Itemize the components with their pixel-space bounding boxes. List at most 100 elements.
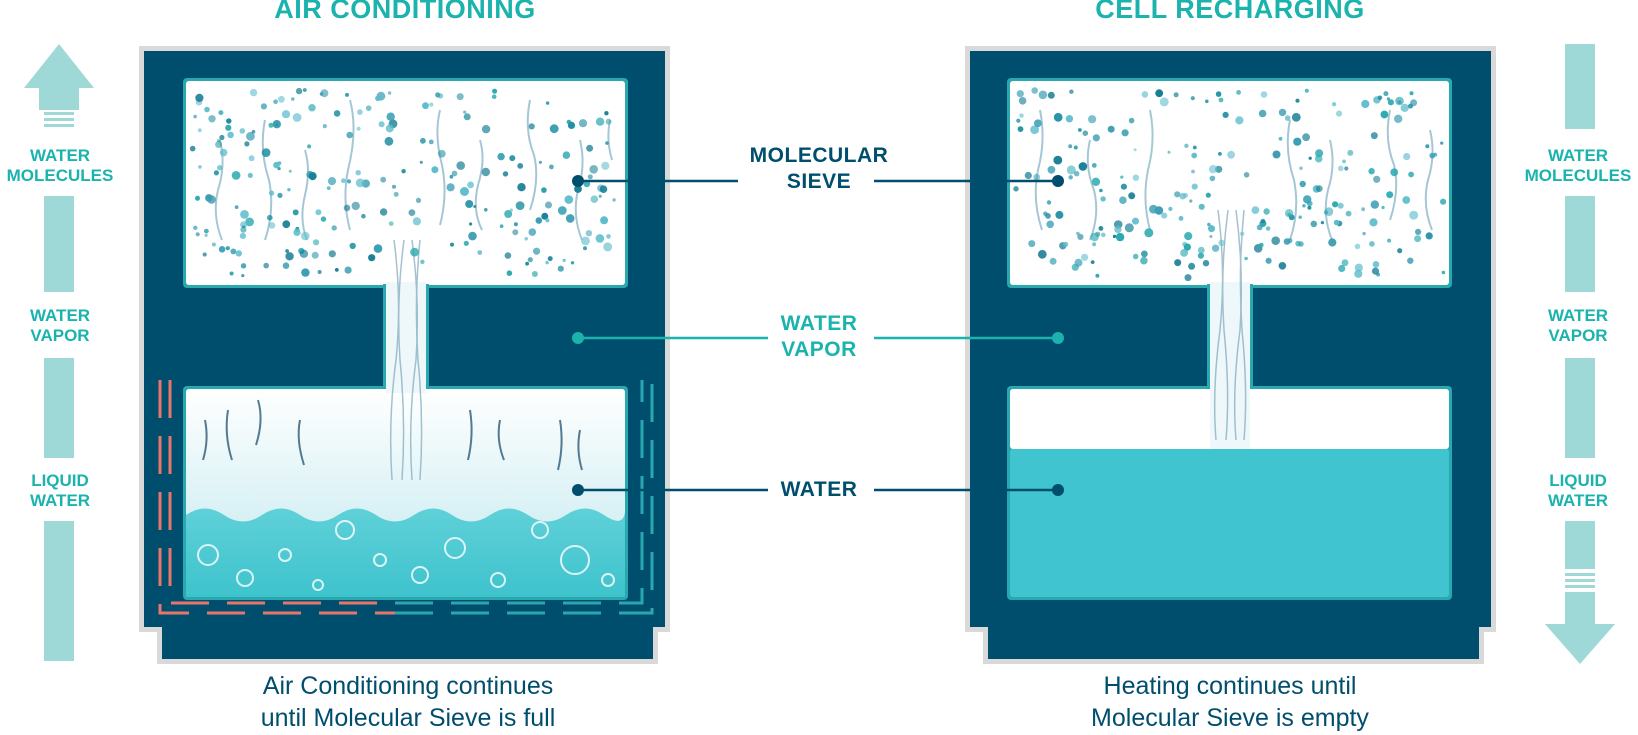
molecule-dot bbox=[226, 118, 232, 124]
left-vapor-line1: WATER bbox=[29, 306, 91, 325]
molecule-dot bbox=[1091, 163, 1097, 168]
molecule-dot bbox=[219, 148, 228, 157]
molecule-dot bbox=[218, 110, 224, 116]
molecule-dot bbox=[317, 269, 322, 275]
molecule-dot bbox=[189, 145, 196, 152]
molecule-dot bbox=[589, 165, 598, 174]
sieve-line2: SIEVE bbox=[786, 170, 852, 193]
right-liquid-line2: WATER bbox=[1547, 491, 1609, 510]
molecule-dot bbox=[1218, 97, 1224, 103]
molecule-dot bbox=[431, 166, 439, 174]
molecule-dot bbox=[281, 110, 291, 119]
molecule-dot bbox=[1202, 260, 1210, 267]
molecule-dot bbox=[379, 208, 388, 216]
sieve-line1: MOLECULAR bbox=[749, 144, 889, 167]
molecule-dot bbox=[218, 246, 226, 253]
molecule-dot bbox=[465, 200, 474, 208]
left-molecules-label: WATER MOLECULES bbox=[0, 146, 120, 186]
molecule-dot bbox=[313, 239, 320, 246]
molecule-dot bbox=[557, 206, 567, 215]
molecule-dot bbox=[1208, 165, 1218, 174]
molecule-dot bbox=[527, 257, 533, 263]
vapor-marker-left bbox=[572, 332, 584, 344]
molecule-dot bbox=[293, 228, 301, 236]
molecule-dot bbox=[1197, 246, 1205, 254]
molecule-dot bbox=[1068, 144, 1073, 149]
molecule-dot bbox=[1049, 257, 1057, 265]
molecule-dot bbox=[211, 242, 216, 247]
molecule-dot bbox=[291, 97, 295, 101]
molecule-dot bbox=[1372, 261, 1380, 268]
molecule-dot bbox=[1207, 222, 1211, 227]
molecule-dot bbox=[1215, 91, 1222, 97]
molecule-dot bbox=[1397, 248, 1403, 254]
molecule-dot bbox=[328, 250, 336, 258]
molecule-dot bbox=[1191, 152, 1198, 159]
molecule-dot bbox=[1047, 165, 1056, 174]
molecule-dot bbox=[1373, 175, 1381, 183]
molecule-dot bbox=[1278, 136, 1283, 141]
molecule-dot bbox=[1345, 210, 1352, 217]
molecule-dot bbox=[1037, 249, 1047, 259]
molecule-dot bbox=[1074, 171, 1080, 177]
molecule-dot bbox=[193, 225, 198, 230]
molecule-dot bbox=[1295, 98, 1300, 103]
right-molecules-line1: WATER bbox=[1547, 146, 1609, 165]
molecule-dot bbox=[1045, 213, 1051, 219]
molecule-dot bbox=[1409, 210, 1419, 220]
molecule-dot bbox=[1030, 125, 1039, 135]
molecule-dot bbox=[1354, 263, 1363, 272]
molecule-dot bbox=[307, 144, 312, 149]
molecule-dot bbox=[1031, 87, 1038, 94]
molecule-dot bbox=[368, 254, 376, 262]
molecule-dot bbox=[239, 232, 246, 239]
molecule-dot bbox=[1441, 270, 1446, 275]
molecule-dot bbox=[429, 102, 434, 107]
molecule-dot bbox=[1409, 91, 1414, 96]
molecule-dot bbox=[392, 184, 396, 189]
molecule-dot bbox=[1227, 150, 1235, 159]
molecule-dot bbox=[604, 111, 609, 116]
molecule-dot bbox=[1132, 174, 1140, 181]
molecule-dot bbox=[1082, 130, 1089, 136]
molecule-dot bbox=[533, 247, 541, 255]
up-arrow-icon bbox=[24, 44, 94, 110]
molecule-dot bbox=[308, 172, 317, 181]
molecule-dot bbox=[578, 119, 588, 128]
left-panel-caption: Air Conditioning continues until Molecul… bbox=[198, 670, 618, 734]
molecule-dot bbox=[1415, 228, 1422, 235]
molecule-dot bbox=[261, 148, 271, 158]
molecule-dot bbox=[1092, 134, 1100, 142]
molecule-dot bbox=[1298, 215, 1302, 219]
molecule-dot bbox=[1370, 132, 1378, 140]
molecule-dot bbox=[605, 118, 612, 125]
molecular-sieve-label: MOLECULAR SIEVE bbox=[749, 143, 889, 195]
molecule-dot bbox=[545, 201, 552, 209]
molecule-dot bbox=[1342, 159, 1346, 164]
molecule-dot bbox=[386, 112, 395, 121]
molecule-dot bbox=[1295, 240, 1302, 247]
molecule-dot bbox=[343, 204, 351, 212]
molecule-dot bbox=[562, 258, 566, 262]
molecule-dot bbox=[1090, 260, 1095, 264]
water-marker-left bbox=[572, 484, 584, 496]
molecule-dot bbox=[1265, 226, 1271, 231]
molecule-dot bbox=[1440, 198, 1447, 205]
molecule-dot bbox=[415, 197, 422, 203]
molecule-dot bbox=[612, 198, 616, 202]
molecule-dot bbox=[524, 236, 528, 241]
molecule-dot bbox=[240, 263, 247, 269]
molecule-dot bbox=[1189, 199, 1193, 203]
molecule-dot bbox=[1112, 234, 1117, 238]
molecule-dot bbox=[326, 186, 331, 191]
water-molecules bbox=[1013, 87, 1447, 282]
molecule-dot bbox=[1331, 102, 1337, 107]
molecule-dot bbox=[1302, 204, 1306, 208]
molecule-dot bbox=[1140, 256, 1148, 265]
right-vapor-label: WATER VAPOR bbox=[1518, 306, 1638, 346]
molecule-dot bbox=[525, 261, 529, 266]
right-panel-caption: Heating continues until Molecular Sieve … bbox=[1020, 670, 1440, 734]
molecule-dot bbox=[1024, 171, 1032, 180]
molecule-dot bbox=[1315, 149, 1324, 158]
molecule-dot bbox=[1307, 205, 1312, 210]
